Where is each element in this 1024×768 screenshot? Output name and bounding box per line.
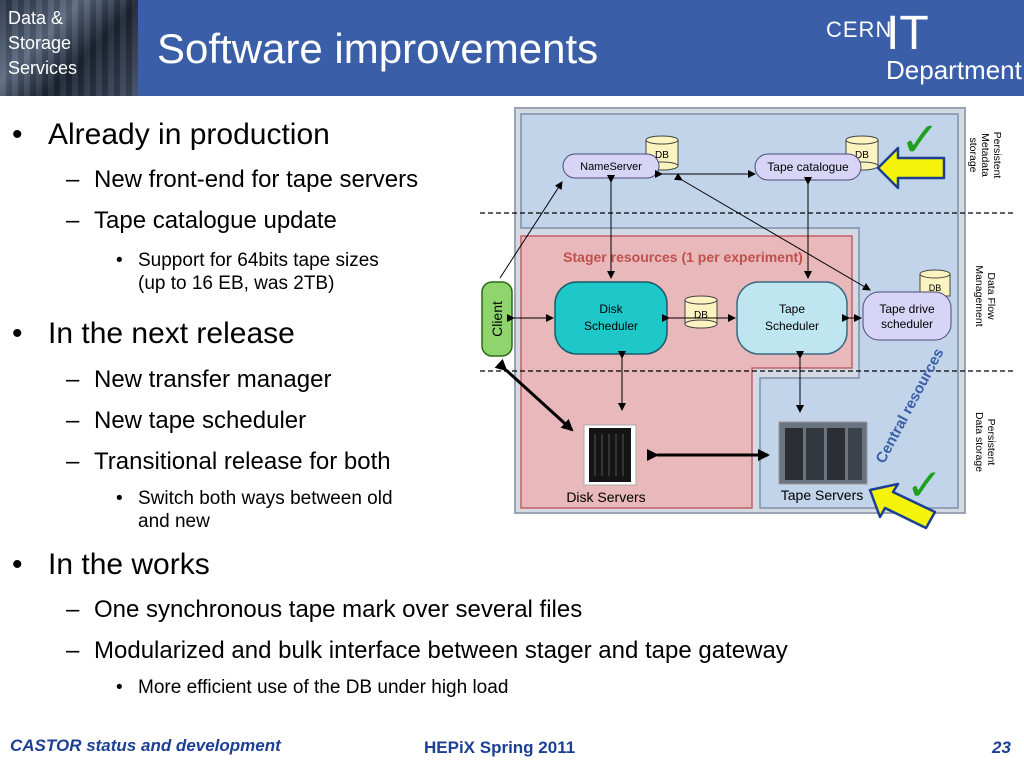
bullet-marker: –	[66, 366, 80, 393]
bullet-64bits: Support for 64bits tape sizes (up to 16 …	[138, 250, 379, 294]
logo-background-texture	[0, 0, 138, 96]
disk-scheduler-box	[554, 281, 668, 355]
db-label: DB	[694, 310, 708, 321]
logo-text: Data & Storage Services	[8, 8, 78, 78]
bullet-marker: •	[116, 488, 123, 509]
bullet-already-in-production: Already in production	[48, 118, 330, 151]
data-transfer-arrows	[494, 358, 770, 461]
bullet-marker: •	[12, 317, 23, 350]
header: Data & Storage Services Software improve…	[0, 0, 1024, 96]
db-label: DB	[855, 150, 869, 161]
highlight-arrow-icon	[868, 482, 937, 530]
disk-servers-label: Disk Servers	[566, 489, 645, 505]
checkmark-icon: ✓	[900, 112, 940, 168]
cern-logo-it: IT	[886, 7, 929, 60]
bullet-marker: –	[66, 207, 80, 234]
dss-logo: Data & Storage Services	[0, 0, 138, 96]
bullet-marker: –	[66, 407, 80, 434]
highlight-arrow-icon	[876, 146, 946, 190]
side-label-persistent-metadata: PersistentMetadatastorage	[967, 132, 1003, 179]
tape-catalogue-label: Tape catalogue	[767, 160, 849, 174]
checkmark-icon: ✓	[906, 460, 943, 511]
bullet-modularized: Modularized and bulk interface between s…	[94, 637, 788, 664]
side-label-persistent-data: PersistentData storage	[973, 412, 997, 472]
client-label: Client	[489, 301, 505, 337]
bullet-marker: •	[116, 677, 123, 698]
cern-logo-cern: CERN	[826, 17, 893, 42]
side-label-data-flow: Data FlowManagement	[973, 265, 997, 326]
footer-page-number: 23	[992, 738, 1011, 757]
connector-arrows	[499, 170, 871, 413]
bullet-in-the-works: In the works	[48, 548, 210, 581]
cern-logo-department: Department	[886, 55, 1022, 85]
bullet-efficient-db: More efficient use of the DB under high …	[138, 677, 509, 698]
footer-event: HEPiX Spring 2011	[424, 738, 576, 757]
bullet-marker: •	[12, 118, 23, 151]
bullet-next-release: In the next release	[48, 317, 295, 350]
bullet-marker: –	[66, 166, 80, 193]
bullet-marker: –	[66, 448, 80, 475]
db-cylinder-icon: DB	[845, 135, 879, 171]
stager-resources-title: Stager resources (1 per experiment)	[563, 249, 803, 265]
bullet-switch-both-ways: Switch both ways between old and new	[138, 488, 393, 532]
slide-title: Software improvements	[157, 25, 599, 72]
bullet-transfer-manager: New transfer manager	[94, 366, 332, 393]
db-label: DB	[655, 150, 669, 161]
header-band	[138, 0, 1024, 96]
tape-server-icon	[778, 421, 868, 485]
footer-presentation-title: CASTOR status and development	[10, 736, 281, 755]
tape-drive-scheduler-box	[862, 291, 952, 341]
tape-servers-label: Tape Servers	[781, 487, 863, 503]
bullet-transitional: Transitional release for both	[94, 448, 391, 475]
db-cylinder-icon: DB	[919, 269, 951, 297]
disk-server-icon	[583, 424, 637, 486]
db-label: DB	[929, 283, 942, 293]
cern-it-logo: CERN IT Department	[826, 8, 1022, 88]
bullet-marker: •	[116, 250, 123, 271]
bullet-front-end: New front-end for tape servers	[94, 166, 419, 193]
castor-architecture-diagram: Stager resources (1 per experiment) DB D…	[480, 107, 1014, 530]
db-cylinder-icon: DB	[684, 295, 718, 329]
nameserver-label: NameServer	[580, 161, 642, 173]
bullet-marker: –	[66, 596, 80, 623]
bullet-tape-mark: One synchronous tape mark over several f…	[94, 596, 583, 623]
bullet-tape-scheduler: New tape scheduler	[94, 407, 307, 434]
bullet-marker: •	[12, 548, 23, 581]
bullet-tape-catalogue: Tape catalogue update	[94, 207, 337, 234]
tape-scheduler-box	[736, 281, 848, 355]
bullet-marker: –	[66, 637, 80, 664]
